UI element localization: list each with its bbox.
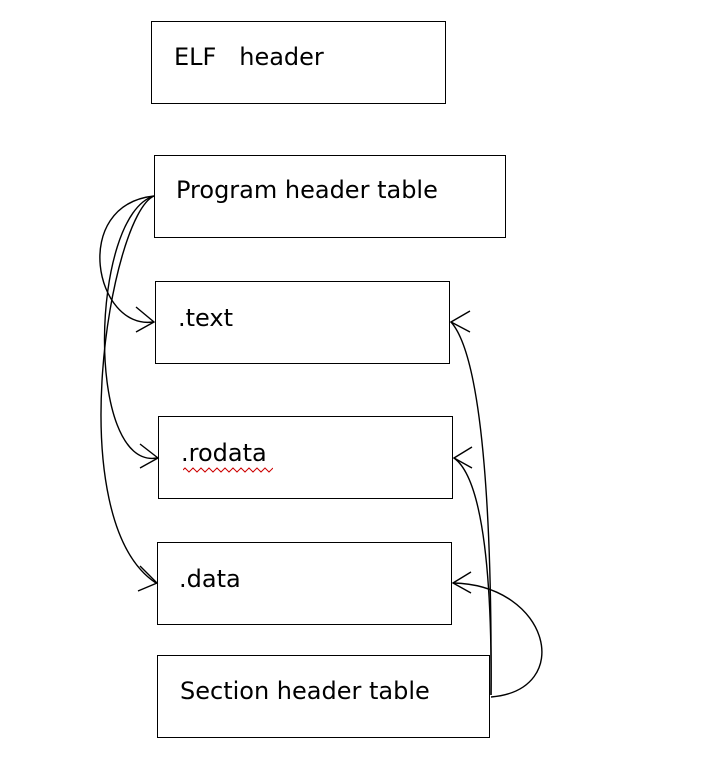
arrow-pht-to-rodata: [103, 195, 158, 459]
arrowhead-sht-to-text: [449, 310, 471, 333]
arrowhead-sht-to-data: [451, 571, 472, 594]
rodata-section-box: .rodata: [158, 416, 453, 499]
arrowhead-pht-to-text: [135, 306, 156, 333]
arrow-sht-to-text: [450, 321, 492, 696]
section-header-table-box: Section header table: [157, 655, 490, 738]
data-section-label: .data: [179, 565, 241, 593]
arrowhead-pht-to-rodata: [139, 443, 160, 469]
program-header-table-label: Program header table: [176, 176, 438, 204]
data-section-box: .data: [157, 542, 452, 625]
text-section-box: .text: [155, 281, 450, 364]
rodata-section-label: .rodata: [181, 439, 267, 467]
spellcheck-squiggle: [183, 467, 273, 473]
elf-header-box: ELF header: [151, 21, 446, 104]
arrow-pht-to-data: [100, 195, 157, 584]
arrow-sht-to-data: [452, 582, 543, 698]
arrow-pht-to-text: [99, 195, 155, 323]
program-header-table-box: Program header table: [154, 155, 506, 238]
arrow-sht-to-rodata: [453, 457, 492, 696]
elf-header-label: ELF header: [174, 43, 324, 71]
arrowhead-pht-to-data: [137, 565, 159, 592]
section-header-table-label: Section header table: [180, 677, 430, 705]
text-section-label: .text: [178, 304, 233, 332]
arrowhead-sht-to-rodata: [452, 446, 473, 469]
